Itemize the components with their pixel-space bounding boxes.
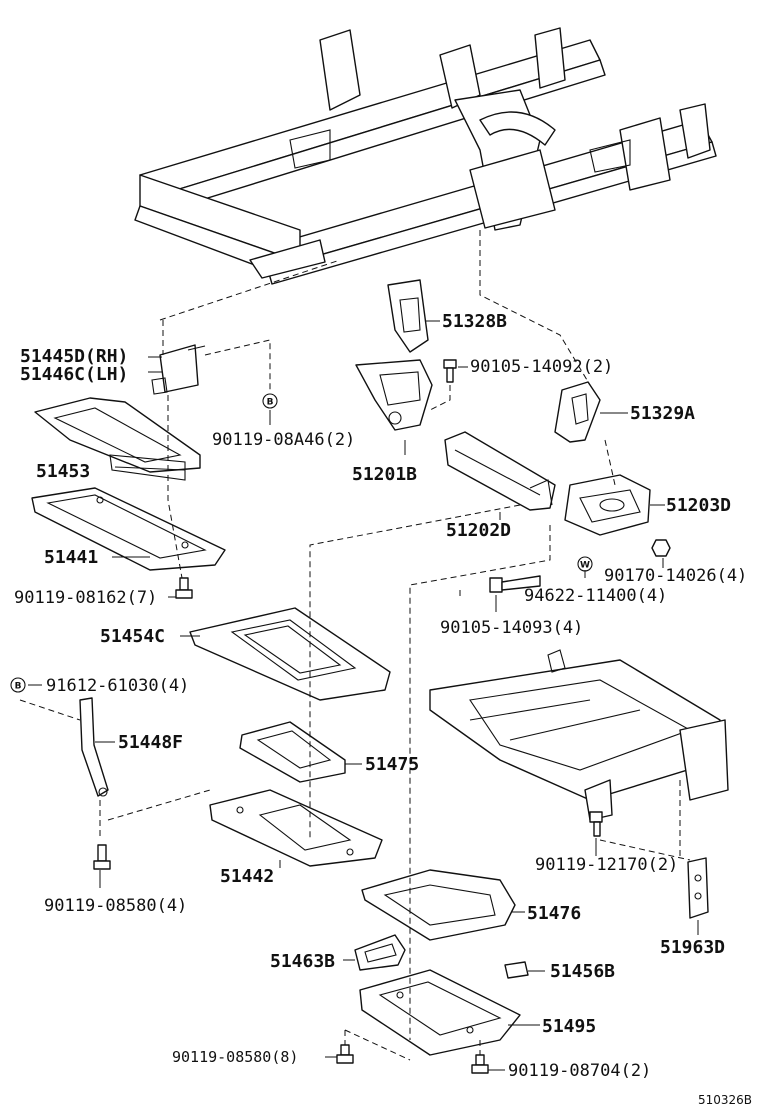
assembly-lines xyxy=(19,230,691,1061)
label-91612-61030: 91612-61030(4) xyxy=(46,676,189,696)
part-51495-skidplate xyxy=(359,969,521,1056)
part-90119-08580-bolt-a xyxy=(93,844,111,870)
symbol-b-icon-lower: B xyxy=(10,677,26,693)
label-90170-14026: 90170-14026(4) xyxy=(604,566,747,586)
part-51454c-cover xyxy=(189,607,391,701)
leader-lines xyxy=(28,320,699,1071)
label-51453: 51453 xyxy=(36,461,90,482)
lower-frame-illustration xyxy=(429,649,729,821)
part-51201b-mount xyxy=(355,359,433,431)
part-labels: 51445D(RH) 51446C(LH) 51328B 90105-14092… xyxy=(14,311,752,1107)
part-51476-cover xyxy=(361,869,516,941)
label-90105-14093: 90105-14093(4) xyxy=(440,618,583,638)
label-51446c: 51446C(LH) xyxy=(20,364,128,385)
label-51495: 51495 xyxy=(542,1016,596,1037)
part-51453-plate xyxy=(34,397,201,481)
part-90170-14026-nut xyxy=(651,539,671,557)
upper-frame-illustration xyxy=(134,27,717,285)
label-90119-08162: 90119-08162(7) xyxy=(14,588,157,608)
label-90119-08580-b: 90119-08580(8) xyxy=(172,1048,298,1066)
label-51441: 51441 xyxy=(44,547,98,568)
part-90119-12170-bolt xyxy=(589,811,603,837)
label-51454c: 51454C xyxy=(100,626,165,647)
label-90119-08580-a: 90119-08580(4) xyxy=(44,896,187,916)
part-90119-08162-bolt xyxy=(175,577,193,599)
figure-code: 510326B xyxy=(698,1093,752,1107)
symbol-b-icon-upper: B xyxy=(262,393,278,409)
part-51463b-pad xyxy=(354,934,406,971)
part-51445d-bracket xyxy=(151,344,206,395)
label-51442: 51442 xyxy=(220,866,274,887)
part-51328b-bracket xyxy=(387,279,429,353)
label-51328b: 51328B xyxy=(442,311,507,332)
label-51448f: 51448F xyxy=(118,732,183,753)
label-51445d: 51445D(RH) xyxy=(20,346,128,367)
label-94622-11400: 94622-11400(4) xyxy=(524,586,667,606)
part-51442-plate xyxy=(209,789,383,867)
label-51202d: 51202D xyxy=(446,520,511,541)
part-51329a-bracket xyxy=(554,381,601,443)
part-51203d-mount xyxy=(564,474,651,536)
label-51476: 51476 xyxy=(527,903,581,924)
part-51202d-crossmember xyxy=(444,431,556,511)
label-90105-14092: 90105-14092(2) xyxy=(470,357,613,377)
label-51456b: 51456B xyxy=(550,961,615,982)
label-51475: 51475 xyxy=(365,754,419,775)
svg-text:B: B xyxy=(267,398,274,408)
label-90119-12170: 90119-12170(2) xyxy=(535,855,678,875)
label-90119-08a46: 90119-08A46(2) xyxy=(212,430,355,450)
part-51456b-clip xyxy=(504,961,529,979)
label-51203d: 51203D xyxy=(666,495,731,516)
part-90119-08580-bolt-b xyxy=(336,1044,354,1064)
part-51448f-bracket xyxy=(79,697,109,797)
label-51463b: 51463B xyxy=(270,951,335,972)
label-51329a: 51329A xyxy=(630,403,695,424)
symbol-w-icon: W xyxy=(577,556,593,572)
svg-text:B: B xyxy=(15,682,22,692)
part-51963d-bracket xyxy=(687,857,709,919)
svg-text:W: W xyxy=(580,561,590,571)
label-51201b: 51201B xyxy=(352,464,417,485)
part-90105-14093-bolt xyxy=(489,575,541,593)
label-51963d: 51963D xyxy=(660,937,725,958)
label-90119-08704: 90119-08704(2) xyxy=(508,1061,651,1081)
part-51475-pad xyxy=(239,721,346,783)
part-90105-14092-bolt xyxy=(443,359,457,383)
part-90119-08704-bolt xyxy=(471,1054,489,1074)
